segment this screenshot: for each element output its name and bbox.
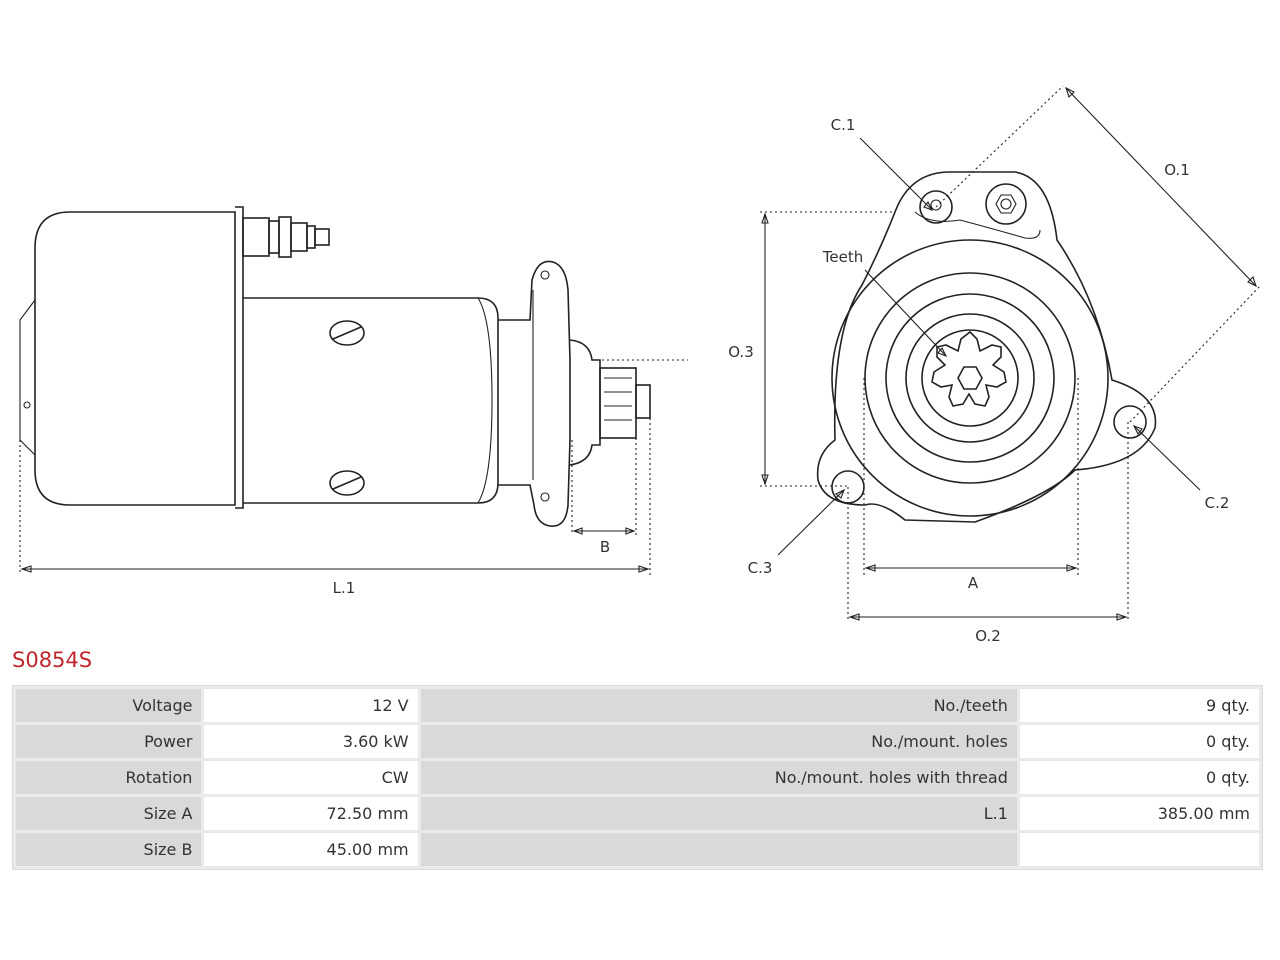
spec-key: Rotation xyxy=(16,761,202,794)
table-row: Rotation CW No./mount. holes with thread… xyxy=(16,761,1259,794)
spec-value: 385.00 mm xyxy=(1019,797,1259,830)
spec-value: 72.50 mm xyxy=(204,797,418,830)
spec-key: L.1 xyxy=(420,797,1017,830)
spec-key: No./mount. holes with thread xyxy=(420,761,1017,794)
spec-value: CW xyxy=(204,761,418,794)
side-view: L.1 B xyxy=(19,206,688,597)
label-o1: O.1 xyxy=(1164,161,1190,179)
spec-value: 12 V xyxy=(204,689,418,722)
table-row: Size B 45.00 mm xyxy=(16,833,1259,866)
spec-key: Size A xyxy=(16,797,202,830)
spec-value xyxy=(1019,833,1259,866)
part-number-title: S0854S xyxy=(12,648,93,672)
table-row: Voltage 12 V No./teeth 9 qty. xyxy=(16,689,1259,722)
label-a: A xyxy=(968,574,979,592)
spec-key: Power xyxy=(16,725,202,758)
spec-key: No./teeth xyxy=(420,689,1017,722)
spec-key: Size B xyxy=(16,833,202,866)
spec-key: No./mount. holes xyxy=(420,725,1017,758)
spec-table: Voltage 12 V No./teeth 9 qty. Power 3.60… xyxy=(12,685,1263,870)
spec-key: Voltage xyxy=(16,689,202,722)
table-row: Power 3.60 kW No./mount. holes 0 qty. xyxy=(16,725,1259,758)
label-c3: C.3 xyxy=(748,559,773,577)
label-teeth: Teeth xyxy=(822,248,863,266)
label-o2: O.2 xyxy=(975,627,1001,645)
table-row: Size A 72.50 mm L.1 385.00 mm xyxy=(16,797,1259,830)
label-b: B xyxy=(600,538,610,556)
spec-value: 9 qty. xyxy=(1019,689,1259,722)
spec-value: 0 qty. xyxy=(1019,725,1259,758)
spec-value: 0 qty. xyxy=(1019,761,1259,794)
screw-icon xyxy=(329,470,365,496)
label-l1: L.1 xyxy=(333,579,356,597)
label-c1: C.1 xyxy=(831,116,856,134)
label-c2: C.2 xyxy=(1205,494,1230,512)
front-view: C.1 O.1 Teeth O.3 C.2 C.3 A O.2 xyxy=(728,85,1261,645)
spec-value: 45.00 mm xyxy=(204,833,418,866)
spec-key xyxy=(420,833,1017,866)
label-o3: O.3 xyxy=(728,343,754,361)
screw-icon xyxy=(329,320,365,346)
spec-value: 3.60 kW xyxy=(204,725,418,758)
pinion-gear-icon xyxy=(931,330,1007,407)
technical-drawing: L.1 B xyxy=(19,85,1261,645)
